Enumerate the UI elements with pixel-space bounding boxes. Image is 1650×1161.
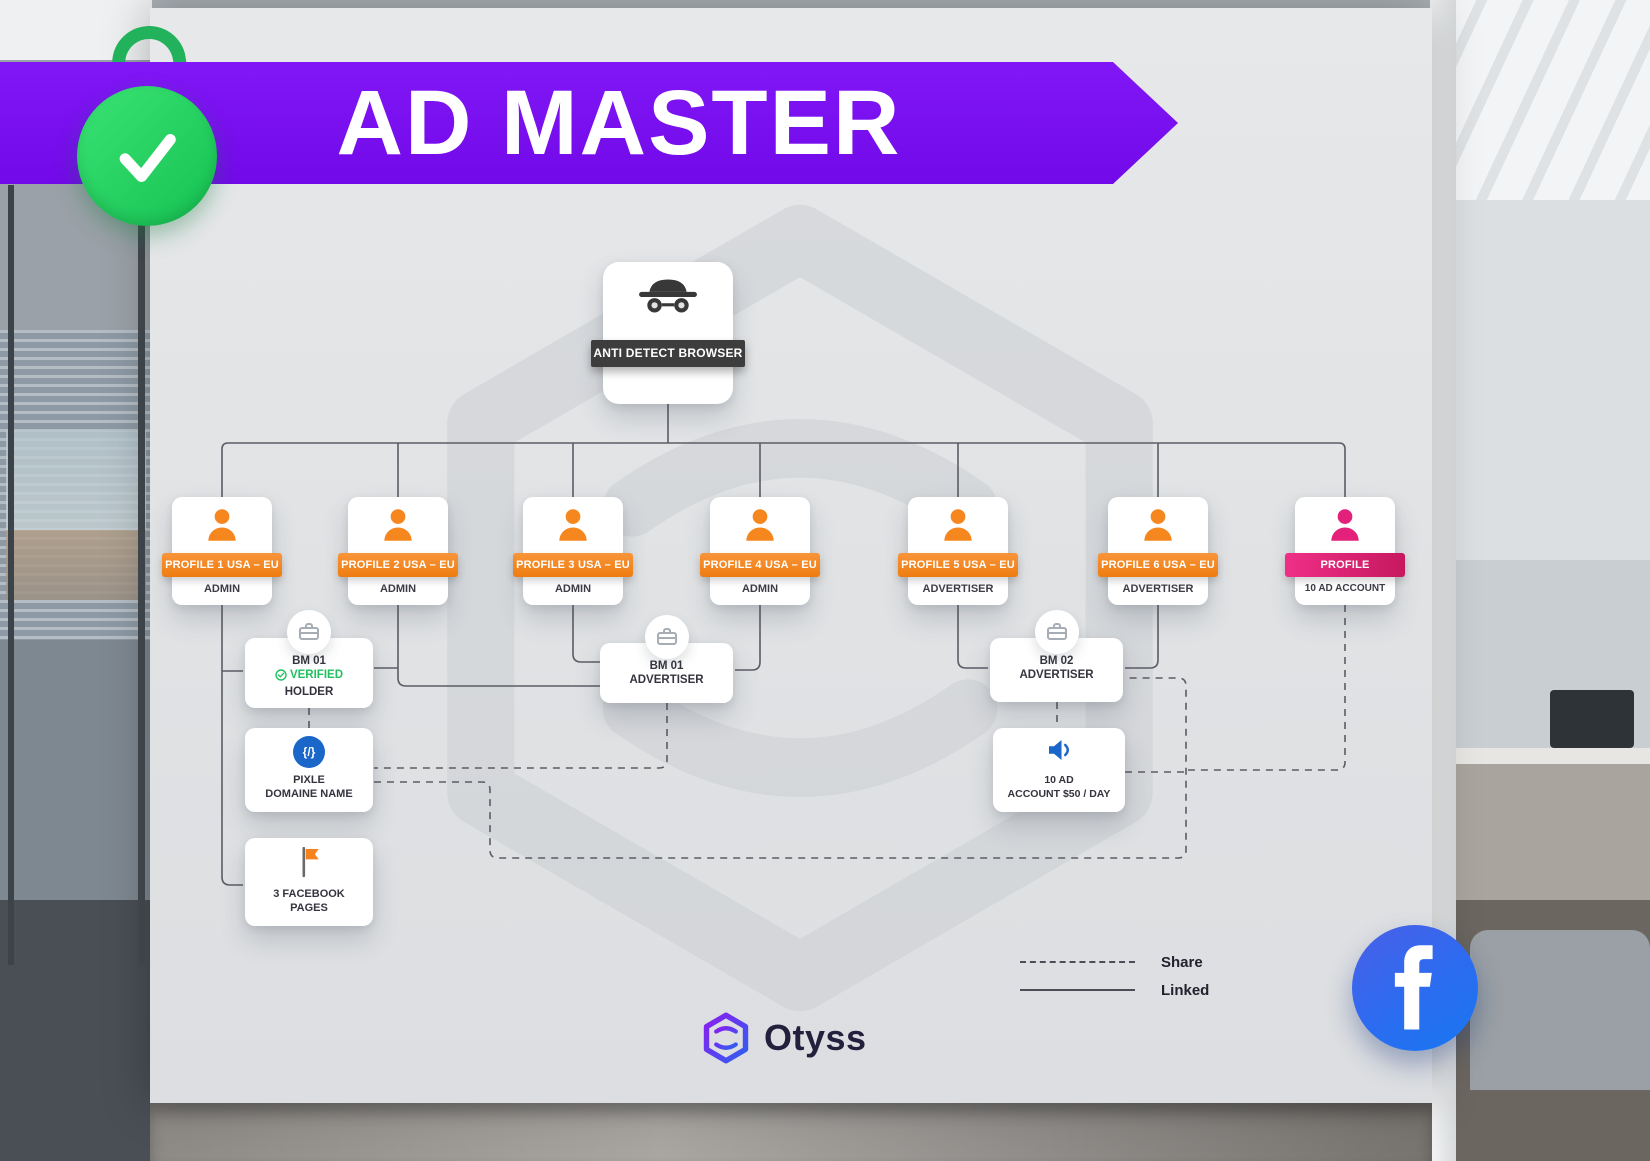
person-icon xyxy=(384,509,412,541)
profile-label: PROFILE 4 USA – EU xyxy=(700,553,820,577)
bm-line: BM 02 xyxy=(1039,655,1074,667)
dashed-line-sample xyxy=(1020,961,1135,963)
profile-label: PROFILE 2 USA – EU xyxy=(338,553,458,577)
check-circle-icon xyxy=(275,669,287,681)
profile-label: PROFILE 5 USA – EU xyxy=(898,553,1018,577)
incognito-icon xyxy=(603,276,733,316)
aux-line: PIXLE xyxy=(293,774,325,786)
legend: Share Linked xyxy=(1020,948,1209,1004)
sofa-silhouette xyxy=(1470,930,1650,1090)
aux-line: DOMAINE NAME xyxy=(265,787,353,800)
profile-role: ADMIN xyxy=(554,583,592,595)
legend-share-row: Share xyxy=(1020,948,1209,976)
otyss-watermark-icon xyxy=(447,204,1153,1012)
profile-role: ADMIN xyxy=(379,583,417,595)
profile-role: ADVERTISER xyxy=(922,583,994,595)
window-buildings xyxy=(6,530,146,600)
anti-detect-browser-node: ANTI DETECT BROWSER xyxy=(591,262,745,404)
pixel-domain-label: PIXLE DOMAINE NAME xyxy=(245,774,373,801)
profile-node-5: PROFILE 5 USA – EU ADVERTISER xyxy=(898,497,1018,605)
poster-title: AD MASTER xyxy=(336,72,902,174)
flag-icon xyxy=(296,844,322,885)
ad-account-label: 10 AD ACCOUNT $50 / DAY xyxy=(993,774,1125,801)
facebook-badge xyxy=(1352,925,1478,1051)
office-photo-bottom xyxy=(150,1103,1432,1161)
profile-role: ADVERTISER xyxy=(1122,583,1194,595)
bm01-advertiser-node: BM 01 ADVERTISER xyxy=(600,615,733,703)
checkmark-icon xyxy=(119,134,176,183)
profile-node-1: PROFILE 1 USA – EU ADMIN xyxy=(162,497,282,605)
window-frame xyxy=(8,185,14,965)
ad-account-node: 10 AD ACCOUNT $50 / DAY xyxy=(993,728,1125,812)
profile-node-7: PROFILE 10 AD ACCOUNT xyxy=(1285,497,1405,605)
facebook-pages-label: 3 FACEBOOK PAGES xyxy=(245,888,373,915)
profile-label: PROFILE 3 USA – EU xyxy=(513,553,633,577)
profile-label: PROFILE 1 USA – EU xyxy=(162,553,282,577)
person-icon xyxy=(1331,509,1359,541)
verified-label: VERIFIED xyxy=(289,668,344,681)
briefcase-icon xyxy=(287,610,331,654)
ceiling-slats xyxy=(1430,0,1650,200)
briefcase-icon xyxy=(644,615,689,659)
person-icon xyxy=(944,509,972,541)
aux-line: PAGES xyxy=(290,901,328,914)
check-badge xyxy=(77,86,217,226)
window-sky xyxy=(6,430,146,530)
bm-line: ADVERTISER xyxy=(1019,668,1094,681)
bm01-advertiser-label: BM 01 ADVERTISER xyxy=(600,660,733,687)
bm-line: BM 01 xyxy=(649,660,684,672)
profile-role: ADMIN xyxy=(741,583,779,595)
facebook-pages-node: 3 FACEBOOK PAGES xyxy=(245,838,373,926)
bm-line: HOLDER xyxy=(284,685,334,698)
brand-footer: Otyss xyxy=(700,1012,867,1064)
otyss-logo-icon xyxy=(703,1012,749,1064)
person-icon xyxy=(746,509,774,541)
profile-role: ADMIN xyxy=(203,583,241,595)
person-icon xyxy=(1144,509,1172,541)
profile-role: 10 AD ACCOUNT xyxy=(1304,583,1386,594)
person-icon xyxy=(208,509,236,541)
root-node-label: ANTI DETECT BROWSER xyxy=(591,340,745,367)
bm02-advertiser-node: BM 02 ADVERTISER xyxy=(990,610,1123,702)
facebook-icon xyxy=(1394,945,1433,1030)
window-frame xyxy=(138,185,145,965)
aux-line: ACCOUNT $50 / DAY xyxy=(1007,787,1111,800)
bm-line: ADVERTISER xyxy=(629,673,704,686)
bm01-holder-label: BM 01 VERIFIED HOLDER xyxy=(245,655,373,699)
profile-node-4: PROFILE 4 USA – EU ADMIN xyxy=(700,497,820,605)
bm01-holder-node: BM 01 VERIFIED HOLDER xyxy=(245,610,373,708)
monitor-silhouette xyxy=(1550,690,1634,748)
legend-linked-label: Linked xyxy=(1161,981,1210,999)
profile-node-6: PROFILE 6 USA – EU ADVERTISER xyxy=(1098,497,1218,605)
verified-line: VERIFIED xyxy=(275,669,343,683)
megaphone-icon xyxy=(1044,735,1074,770)
aux-line: 3 FACEBOOK xyxy=(273,888,345,900)
code-icon: {/} xyxy=(293,736,325,768)
bm02-advertiser-label: BM 02 ADVERTISER xyxy=(990,655,1123,682)
bm-line: BM 01 xyxy=(292,655,326,667)
pixel-domain-node: {/} PIXLE DOMAINE NAME xyxy=(245,728,373,812)
briefcase-icon xyxy=(1034,610,1079,654)
solid-line-sample xyxy=(1020,989,1135,991)
brand-name: Otyss xyxy=(764,1017,867,1058)
profile-node-3: PROFILE 3 USA – EU ADMIN xyxy=(513,497,633,605)
profile-label: PROFILE xyxy=(1285,553,1405,577)
profile-node-2: PROFILE 2 USA – EU ADMIN xyxy=(338,497,458,605)
legend-share-label: Share xyxy=(1161,953,1203,971)
desk-silhouette xyxy=(1456,748,1650,764)
legend-linked-row: Linked xyxy=(1020,976,1209,1004)
person-icon xyxy=(559,509,587,541)
profile-label: PROFILE 6 USA – EU xyxy=(1098,553,1218,577)
aux-line: 10 AD xyxy=(1044,774,1074,786)
